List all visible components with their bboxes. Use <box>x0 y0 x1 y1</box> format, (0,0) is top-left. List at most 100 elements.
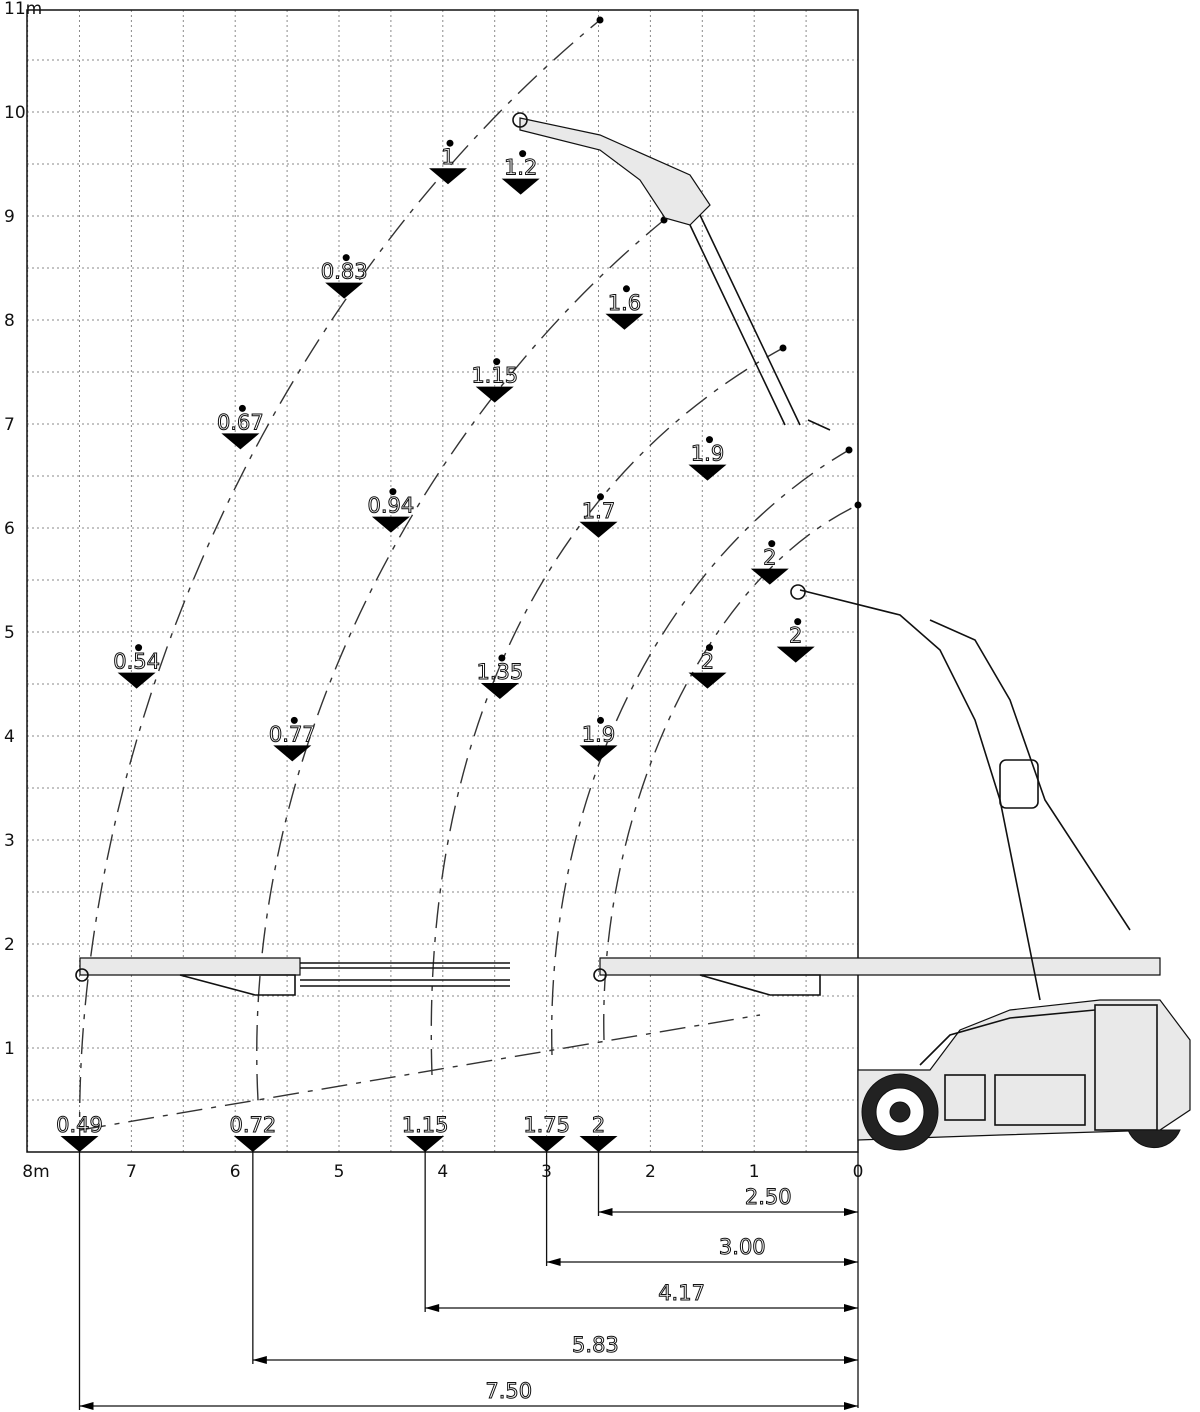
load-point: 1.15 <box>401 1113 449 1152</box>
y-tick-label: 7 <box>4 415 15 435</box>
load-marker-icon <box>688 464 727 481</box>
load-value-label: 1.15 <box>471 364 518 388</box>
machine-fender <box>919 1009 1096 1066</box>
rear-wheel-icon <box>1127 1129 1181 1149</box>
reach-arc <box>256 219 665 1101</box>
reach-arc <box>603 504 859 1041</box>
load-marker-icon <box>475 386 514 403</box>
y-tick-label: 8 <box>4 311 15 331</box>
load-marker-icon <box>776 646 815 663</box>
load-marker-icon <box>579 521 618 538</box>
boom-tip-point <box>854 501 862 509</box>
load-point-dot <box>290 716 298 724</box>
x-tick-label: 1 <box>749 1162 760 1182</box>
load-point: 1.9 <box>688 436 727 481</box>
hook-icon <box>593 968 607 982</box>
boom-pivot <box>807 419 831 431</box>
hook-icon <box>75 968 89 982</box>
load-point-dot <box>493 358 501 366</box>
load-value-label: 1.75 <box>523 1113 570 1137</box>
main-boom-left-edge <box>799 589 1041 1001</box>
load-value-label: 0.77 <box>269 722 316 746</box>
x-tick-label: 4 <box>437 1162 448 1182</box>
load-point-dot <box>597 493 604 501</box>
y-tick-label: 3 <box>4 831 15 851</box>
load-point-dot <box>768 540 776 548</box>
load-point: 0.94 <box>367 488 415 533</box>
load-point-dot <box>622 285 630 293</box>
load-point: 1 <box>428 139 467 185</box>
load-point: 1.75 <box>523 1113 570 1152</box>
extended-jib-arm <box>79 957 301 976</box>
reach-dimension: 3.00 <box>545 1152 858 1266</box>
dimension-arrow-left-icon <box>79 1402 94 1410</box>
load-point: 0.72 <box>229 1113 277 1152</box>
load-marker-icon <box>371 516 410 533</box>
boom-tip-point <box>779 344 787 352</box>
load-marker-icon <box>750 568 789 585</box>
load-marker-icon <box>428 168 467 185</box>
load-value-label: 0.54 <box>113 650 160 674</box>
x-tick-label: 6 <box>230 1162 241 1182</box>
load-point-dot <box>794 618 802 626</box>
load-marker-icon <box>480 683 519 699</box>
reach-arc <box>79 1014 761 1131</box>
y-tick-label: 10 <box>4 103 26 123</box>
load-point: 2 <box>579 1113 618 1152</box>
load-point: 2 <box>776 618 815 663</box>
main-boom-right-edge <box>929 619 1131 931</box>
load-point-dot <box>519 150 527 158</box>
load-point-dot <box>135 644 143 652</box>
reach-arc <box>551 449 850 1056</box>
load-marker-icon <box>117 672 156 689</box>
crane-machine <box>75 112 1191 1151</box>
x-tick-label: 5 <box>334 1162 345 1182</box>
load-point: 2 <box>750 540 789 585</box>
load-marker-icon <box>579 1136 618 1152</box>
load-point: 1.9 <box>579 716 618 762</box>
load-value-label: 0.67 <box>217 410 264 434</box>
boom-cylinder-icon <box>999 759 1039 809</box>
reach-dimension: 5.83 <box>252 1152 858 1364</box>
upper-boom-edges <box>689 214 801 426</box>
load-marker-icon <box>605 313 644 330</box>
load-marker-icon <box>221 433 260 450</box>
reach-arc <box>430 347 784 1076</box>
y-tick-label: 4 <box>4 727 15 747</box>
load-value-label: 2 <box>592 1113 605 1137</box>
load-value-label: 1 <box>441 145 454 169</box>
reach-dimension: 4.17 <box>424 1152 858 1312</box>
dimension-arrow-right-icon <box>844 1304 858 1312</box>
dimension-arrow-left-icon <box>425 1304 440 1312</box>
dimension-arrow-right-icon <box>844 1402 858 1410</box>
machine-cab-panel <box>1094 1004 1158 1131</box>
load-marker-icon <box>579 745 618 762</box>
dimension-arrow-left-icon <box>546 1258 561 1266</box>
load-point: 1.35 <box>476 654 524 699</box>
jib-knuckle <box>179 974 821 996</box>
boom-tip-point <box>845 446 853 454</box>
load-point-dot <box>597 716 604 724</box>
x-tick-label: 7 <box>126 1162 137 1182</box>
load-point-dot <box>342 254 350 262</box>
load-point: 1.2 <box>501 150 540 195</box>
telescopic-section <box>300 962 510 987</box>
load-marker-icon <box>273 745 312 762</box>
dimension-value-label: 7.50 <box>485 1379 532 1403</box>
load-point-dot <box>498 654 506 662</box>
machine-chassis <box>857 999 1191 1141</box>
dimension-arrow-right-icon <box>844 1258 858 1266</box>
reach-dimension: 7.50 <box>78 1152 858 1410</box>
dimension-arrow-left-icon <box>598 1208 613 1216</box>
front-wheel-center-icon <box>889 1101 911 1123</box>
load-value-label: 2 <box>789 624 802 648</box>
load-point-dot <box>238 404 246 412</box>
load-point: 0.49 <box>56 1113 103 1152</box>
reach-arcs <box>78 16 862 1153</box>
load-point: 2 <box>688 644 727 689</box>
load-value-label: 0.49 <box>56 1113 103 1137</box>
load-point-dot <box>446 139 454 147</box>
load-point: 0.54 <box>113 644 160 689</box>
